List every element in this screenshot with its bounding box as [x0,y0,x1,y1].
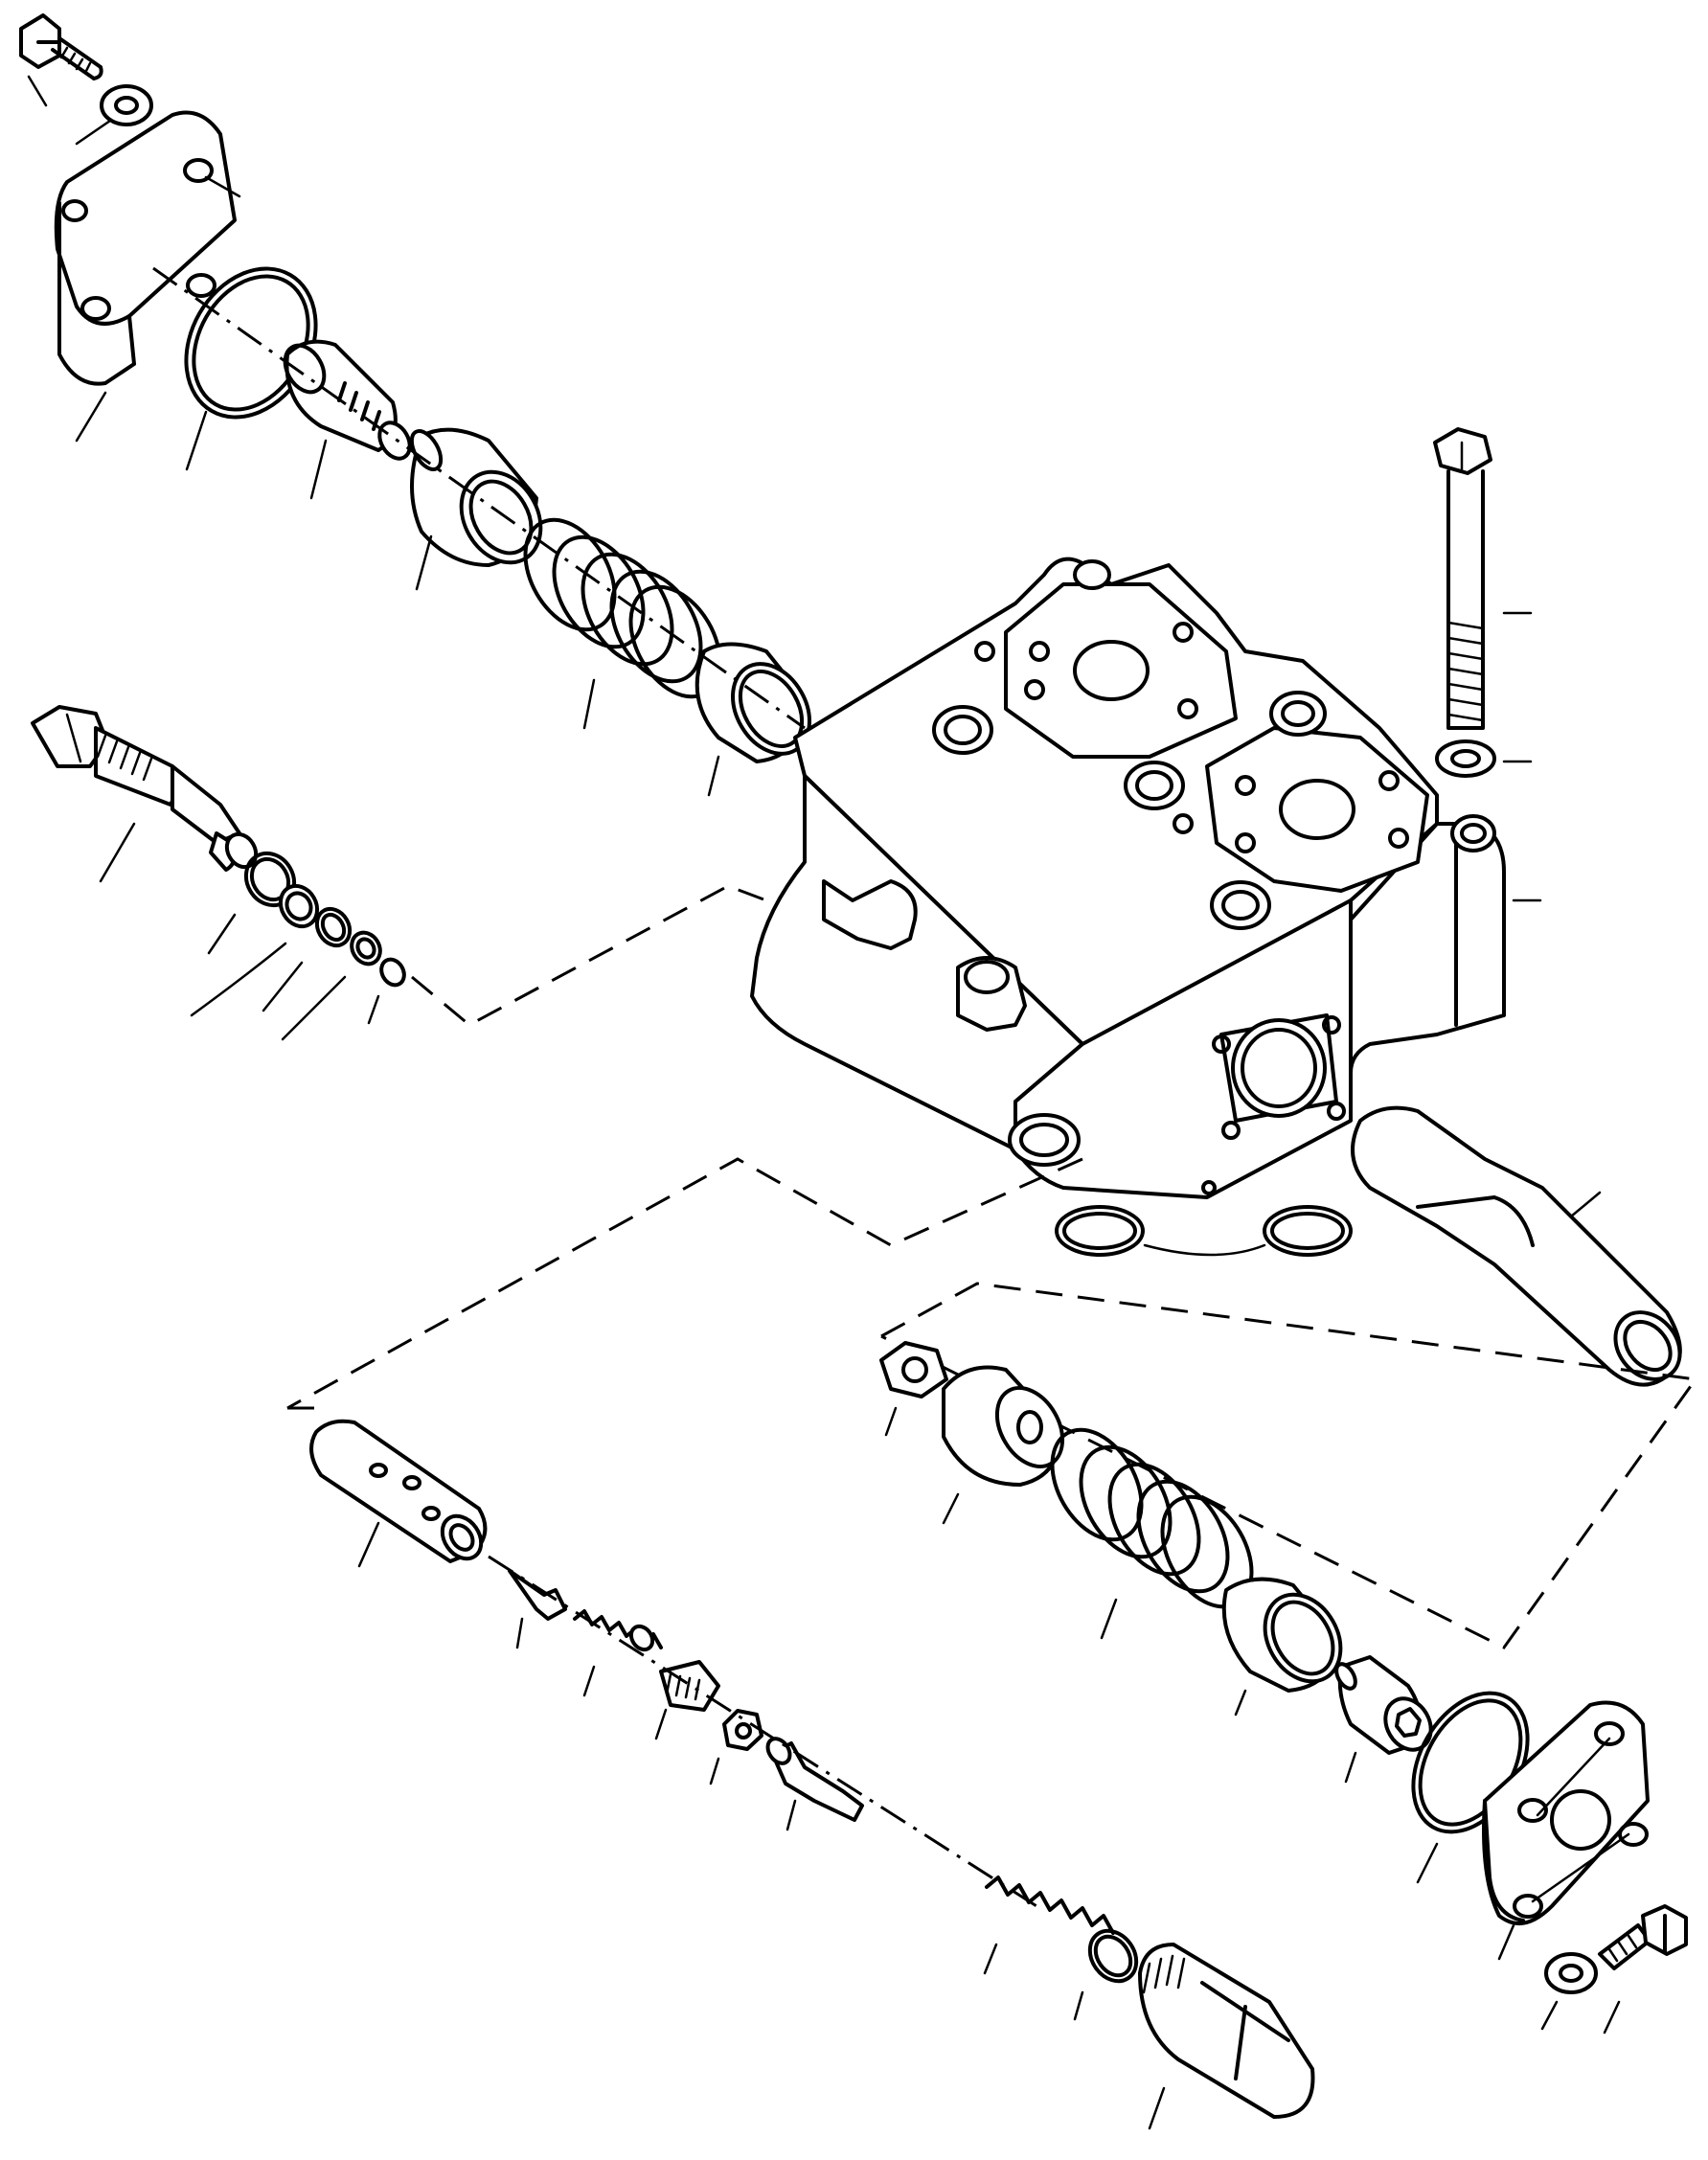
top-left-cap-screw [19,13,103,107]
right-washer [1540,1952,1598,2031]
long-tie-bolt [1433,427,1533,730]
poppet-needle [508,1569,567,1649]
top-left-spring-seat [409,427,543,591]
left-washer-small [281,930,382,1041]
tie-bolt-washer [1435,739,1542,902]
lower-centerline [488,1555,1045,1913]
right-hex-nut [879,1341,948,1437]
right-spring-cap [942,1365,1065,1525]
top-left-spring [523,517,722,730]
lock-nut [709,1709,763,1785]
main-spool [1351,1105,1682,1387]
right-cover-plate [1482,1700,1650,1961]
left-backup-ring [190,883,320,1017]
top-left-spool-end [695,642,811,797]
top-left-cover-plate [54,110,241,443]
right-spring-seat [1221,1577,1343,1717]
right-spool-end [1334,1655,1433,1784]
adjusting-screw [654,1660,720,1740]
plug-o-ring [1073,1928,1139,2021]
left-o-ring-3 [367,957,406,1025]
relief-spring-large [983,1876,1115,1975]
guide-pin [765,1737,864,1831]
right-cap-screw [1598,1904,1688,2035]
top-left-washer [75,84,153,146]
left-o-ring-2 [262,906,353,1012]
right-spring [1050,1427,1254,1640]
relief-valve-body [309,1419,488,1568]
relief-end-plug [1138,1943,1315,2130]
left-leader-dashed [411,884,767,1027]
lower-leader-dashed [286,1157,1083,1410]
relief-spring-small [573,1609,663,1697]
right-bracket-dashed [880,1282,1698,1649]
valve-body [750,557,1506,1199]
top-left-plug [283,339,412,500]
body-o-rings [1055,1205,1353,1257]
left-spool-screw [31,705,259,883]
